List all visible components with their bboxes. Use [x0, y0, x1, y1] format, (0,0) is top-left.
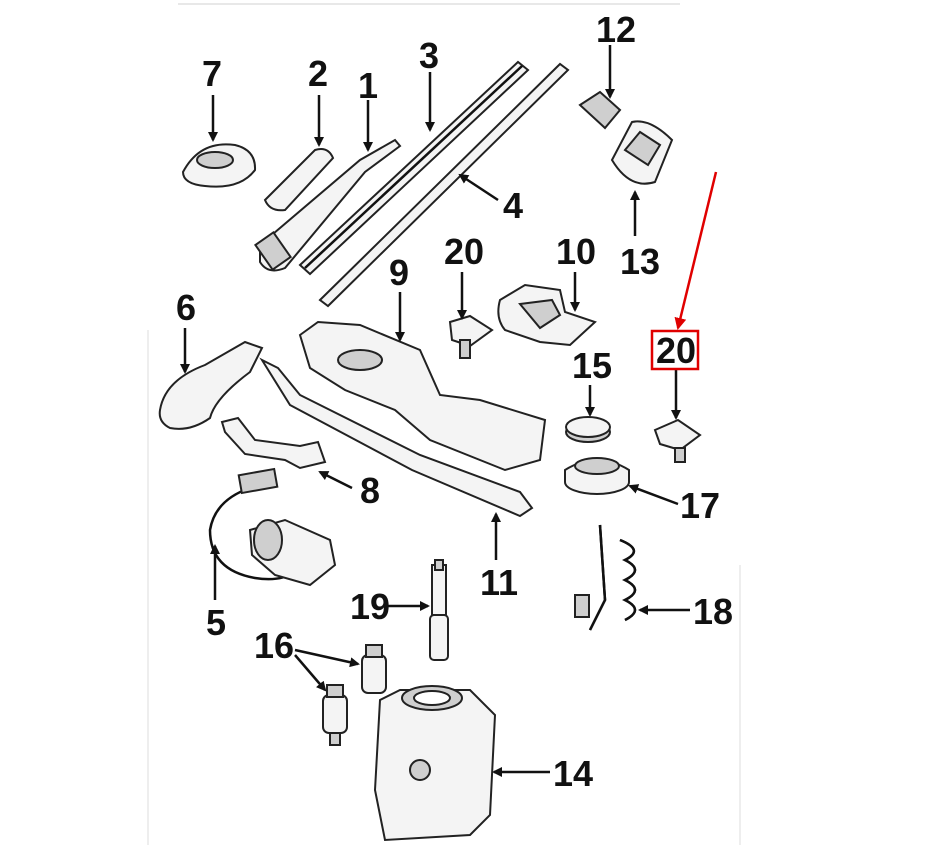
leader-arrows	[180, 45, 718, 777]
callout-4: 4	[503, 185, 523, 226]
callout-7: 7	[202, 53, 222, 94]
part-14-washer-reservoir	[373, 685, 497, 842]
highlight-box-20	[650, 329, 700, 371]
part-19-level-sensor	[429, 559, 449, 661]
part-7-cap	[181, 143, 257, 188]
callout-11: 11	[480, 562, 518, 603]
part-3-wiper-blade	[298, 60, 530, 276]
callout-5: 5	[206, 602, 226, 643]
callout-14: 14	[553, 753, 593, 794]
callout-6: 6	[176, 287, 196, 328]
part-4-blade-insert	[318, 62, 570, 308]
callout-20: 20	[444, 231, 484, 272]
part-18-hose-assembly	[574, 524, 637, 631]
part-20-jet-right	[653, 418, 702, 463]
callout-18: 18	[693, 591, 733, 632]
callout-2: 2	[308, 53, 328, 94]
callout-16: 16	[254, 625, 294, 666]
callout-17: 17	[680, 485, 720, 526]
part-12-connector	[578, 90, 622, 130]
callout-12: 12	[596, 9, 636, 50]
callout-15: 15	[572, 345, 612, 386]
callout-1: 1	[358, 65, 378, 106]
callout-20-highlighted: 20	[656, 330, 696, 371]
callout-3: 3	[419, 35, 439, 76]
part-8-linkage	[220, 416, 327, 470]
part-17-filler-neck	[564, 457, 630, 495]
part-16-pumps	[322, 644, 387, 746]
part-1-wiper-arm	[253, 138, 402, 272]
part-5-wiper-motor	[208, 467, 337, 587]
part-15-cap	[565, 416, 611, 443]
part-2-arm-cover	[263, 148, 335, 212]
part-20-jet-left	[448, 314, 494, 359]
callout-labels: 7 2 1 3 4 12 13 20 10 9 6 15 20 8 17 11 …	[176, 9, 733, 794]
callout-19: 19	[350, 586, 390, 627]
part-11-seal-strip	[259, 357, 534, 518]
callout-8: 8	[360, 470, 380, 511]
callout-9: 9	[389, 252, 409, 293]
part-10-seal	[497, 283, 597, 347]
callout-13: 13	[620, 241, 660, 282]
part-6-cover	[158, 340, 264, 430]
part-13-cover	[610, 120, 674, 185]
part-9-cowl-panel	[298, 320, 547, 472]
callout-10: 10	[556, 231, 596, 272]
